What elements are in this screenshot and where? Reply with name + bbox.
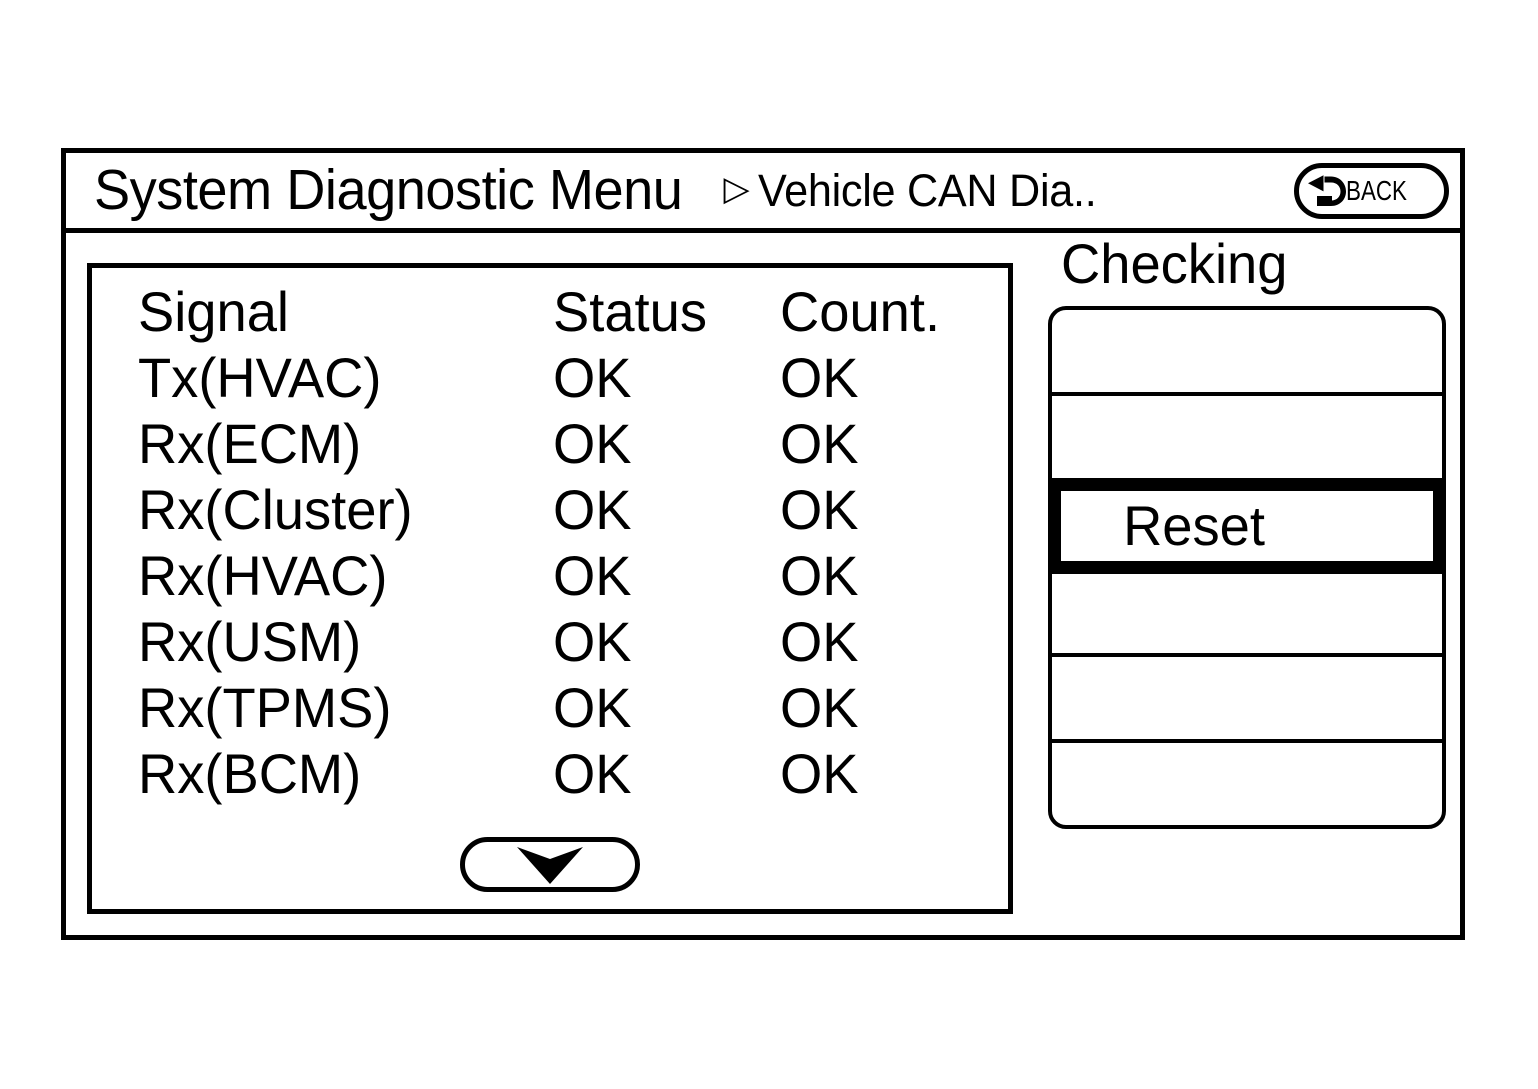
- cell-status: OK: [553, 676, 632, 739]
- cell-status: OK: [553, 742, 632, 805]
- cell-status: OK: [553, 544, 632, 607]
- status-label-checking: Checking: [1061, 232, 1288, 295]
- right-panel-button-4[interactable]: [1048, 567, 1446, 657]
- breadcrumb-separator-icon: ▷: [723, 169, 750, 208]
- right-panel: Checking Reset: [1041, 233, 1454, 933]
- screen-frame: System Diagnostic Menu ▷ Vehicle CAN Dia…: [61, 148, 1465, 940]
- signal-table: Signal Status Count. Tx(HVAC) OK OK Rx(E…: [92, 281, 1008, 809]
- chevron-down-icon: [517, 846, 583, 884]
- cell-signal: Rx(ECM): [138, 412, 362, 475]
- cell-count: OK: [780, 478, 859, 541]
- cell-status: OK: [553, 346, 632, 409]
- cell-signal: Rx(USM): [138, 610, 362, 673]
- column-header-status: Status: [553, 280, 708, 343]
- header-bar: System Diagnostic Menu ▷ Vehicle CAN Dia…: [66, 153, 1460, 233]
- scroll-down-button[interactable]: [460, 837, 640, 892]
- table-row[interactable]: Rx(TPMS) OK OK: [92, 677, 1008, 743]
- cell-status: OK: [553, 412, 632, 475]
- cell-count: OK: [780, 676, 859, 739]
- cell-count: OK: [780, 412, 859, 475]
- right-panel-button-1[interactable]: [1048, 306, 1446, 396]
- column-header-signal: Signal: [138, 280, 290, 343]
- cell-count: OK: [780, 346, 859, 409]
- cell-status: OK: [553, 478, 632, 541]
- table-header-row: Signal Status Count.: [92, 281, 1008, 347]
- cell-count: OK: [780, 742, 859, 805]
- cell-signal: Rx(TPMS): [138, 676, 392, 739]
- breadcrumb-current: Vehicle CAN Dia..: [757, 165, 1097, 216]
- column-header-count: Count.: [780, 280, 941, 343]
- table-row[interactable]: Rx(BCM) OK OK: [92, 743, 1008, 809]
- back-button[interactable]: BACK: [1294, 163, 1449, 219]
- cell-signal: Rx(HVAC): [138, 544, 388, 607]
- cell-signal: Rx(BCM): [138, 742, 362, 805]
- table-row[interactable]: Rx(USM) OK OK: [92, 611, 1008, 677]
- table-row[interactable]: Rx(ECM) OK OK: [92, 413, 1008, 479]
- back-arrow-icon: [1308, 175, 1346, 206]
- page-title: System Diagnostic Menu: [94, 158, 683, 222]
- right-panel-button-2[interactable]: [1048, 392, 1446, 482]
- signal-table-panel: Signal Status Count. Tx(HVAC) OK OK Rx(E…: [87, 263, 1013, 914]
- table-row[interactable]: Tx(HVAC) OK OK: [92, 347, 1008, 413]
- right-panel-button-5[interactable]: [1048, 653, 1446, 743]
- reset-button-label: Reset: [1123, 494, 1265, 557]
- cell-signal: Rx(Cluster): [138, 478, 413, 541]
- right-button-stack: Reset: [1048, 306, 1446, 829]
- table-row[interactable]: Rx(HVAC) OK OK: [92, 545, 1008, 611]
- cell-signal: Tx(HVAC): [138, 346, 382, 409]
- reset-button[interactable]: Reset: [1048, 478, 1446, 574]
- table-row[interactable]: Rx(Cluster) OK OK: [92, 479, 1008, 545]
- cell-status: OK: [553, 610, 632, 673]
- cell-count: OK: [780, 610, 859, 673]
- cell-count: OK: [780, 544, 859, 607]
- back-button-label: BACK: [1346, 175, 1407, 206]
- right-panel-button-6[interactable]: [1048, 739, 1446, 829]
